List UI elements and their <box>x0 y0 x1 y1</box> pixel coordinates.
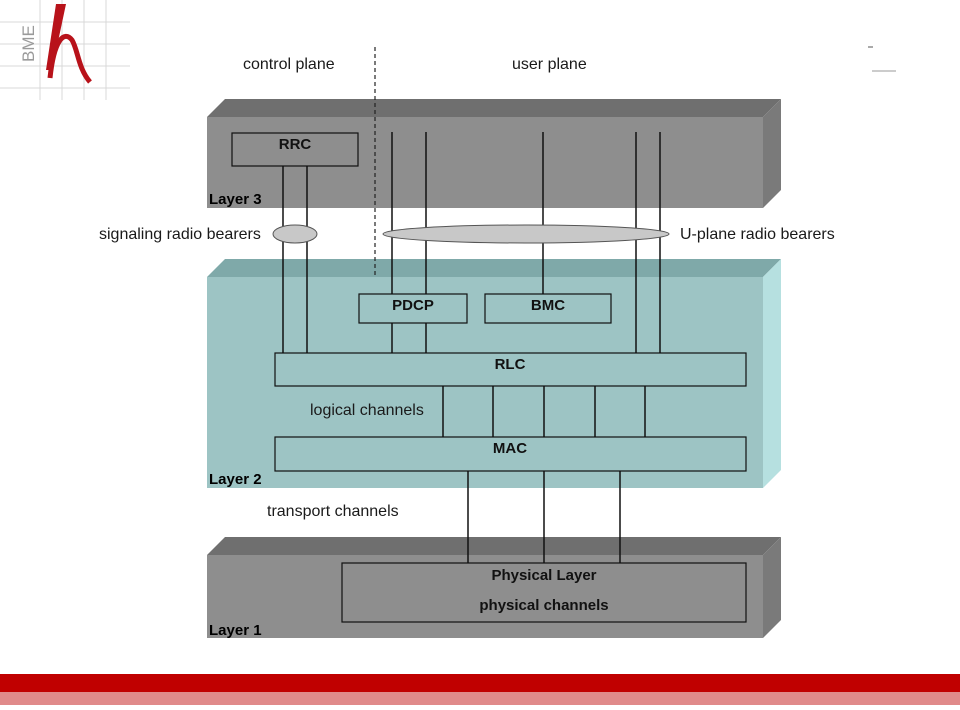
footer-band <box>0 674 960 705</box>
physical-layer-box: Physical Layer physical channels <box>341 562 747 623</box>
bme-logo: BME <box>0 0 130 100</box>
mac-label: MAC <box>493 440 527 457</box>
rrc-box: RRC <box>231 132 359 167</box>
signaling-radio-bearers-label: signaling radio bearers <box>99 226 261 243</box>
logo-h-curve-icon <box>47 33 92 84</box>
physical-layer-label: Physical Layer <box>491 567 596 584</box>
logo-h-stem-icon <box>46 4 66 70</box>
logical-channels-label: logical channels <box>310 402 424 419</box>
mac-box: MAC <box>274 436 747 472</box>
layer1-label: Layer 1 <box>209 622 262 639</box>
layer2-label: Layer 2 <box>209 471 262 488</box>
transport-channels-label: transport channels <box>267 503 399 520</box>
uplane-radio-bearers-label: U-plane radio bearers <box>680 226 835 243</box>
rrc-label: RRC <box>279 136 312 153</box>
uplane-bearer-ellipse <box>382 224 670 244</box>
pdcp-box: PDCP <box>358 293 468 324</box>
control-plane-label: control plane <box>243 56 335 73</box>
pdcp-label: PDCP <box>392 297 434 314</box>
layer3-block: Layer 3 <box>207 99 781 208</box>
rlc-box: RLC <box>274 352 747 387</box>
logo-text: BME <box>19 25 38 62</box>
user-plane-label: user plane <box>512 56 587 73</box>
layer3-label: Layer 3 <box>209 191 262 208</box>
channel-lines <box>282 132 661 563</box>
rlc-label: RLC <box>495 356 526 373</box>
bmc-box: BMC <box>484 293 612 324</box>
signaling-bearer-ellipse <box>272 224 318 244</box>
physical-channels-label: physical channels <box>479 597 608 614</box>
bmc-label: BMC <box>531 297 565 314</box>
